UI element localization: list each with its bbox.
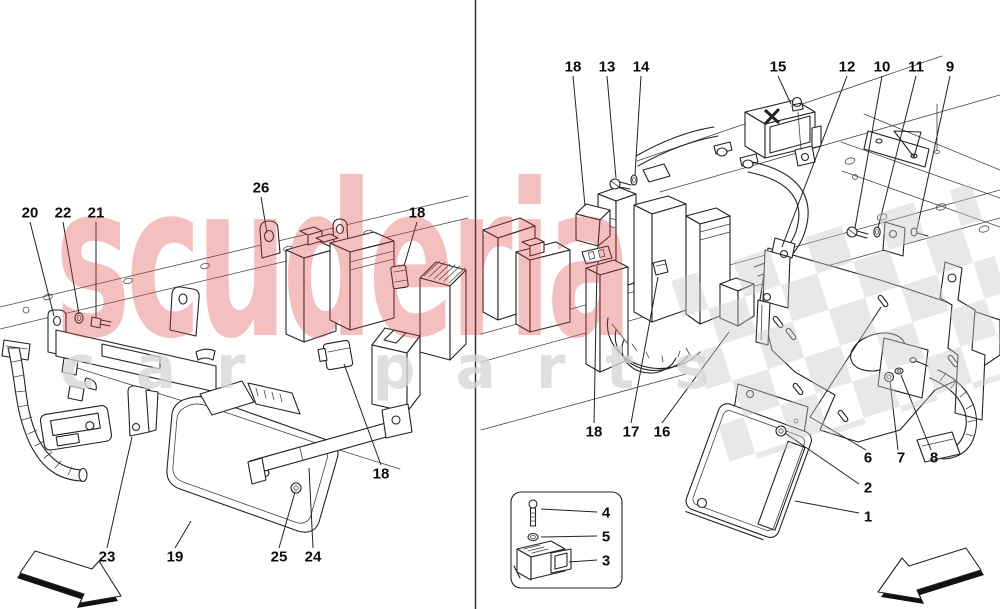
callout-12[interactable]: 12 [838,58,856,76]
washer-5 [528,534,538,541]
callout-18-left-top[interactable]: 18 [408,204,426,222]
bolt-21 [91,317,111,328]
relay-18-mid-left [318,340,353,370]
washer-14 [631,175,637,185]
bolt-4 [529,500,537,526]
inset-detail-box [511,492,622,588]
checkered-flag-watermark-icon [671,183,1000,468]
fuse-towers-far-left [483,218,570,332]
callout-9[interactable]: 9 [945,58,955,76]
callout-3[interactable]: 3 [601,552,611,570]
callout-19[interactable]: 19 [166,548,184,566]
callout-2[interactable]: 2 [863,479,873,497]
bracket-24 [248,404,412,484]
relay-cover-boxes [372,261,466,412]
maxi-fuse-18 [582,246,612,264]
callout-1[interactable]: 1 [863,508,873,526]
callout-18-right-top[interactable]: 18 [564,58,582,76]
callout-6[interactable]: 6 [863,449,873,467]
callout-24[interactable]: 24 [304,548,322,566]
callout-10[interactable]: 10 [873,58,891,76]
callout-4[interactable]: 4 [601,504,611,522]
leader-lines [30,76,950,562]
callout-7[interactable]: 7 [896,449,906,467]
bolt-13 [610,179,631,189]
callout-18-right-mid[interactable]: 18 [585,423,603,441]
callout-21[interactable]: 21 [87,204,105,222]
relay-18-right [576,204,616,246]
callout-22[interactable]: 22 [54,204,72,222]
fusebox-top-bracket [643,164,670,182]
bracket-23 [128,386,158,436]
callout-20[interactable]: 20 [21,204,39,222]
right-direction-arrow-icon [878,548,984,604]
bracket-20 [48,287,216,401]
callout-23[interactable]: 23 [98,548,116,566]
harness-connector [40,405,113,451]
callout-25[interactable]: 25 [270,548,288,566]
callout-11[interactable]: 11 [908,58,924,76]
wiring-harness-left [2,340,112,482]
screw-25 [291,483,301,493]
callout-18-left-mid[interactable]: 18 [372,465,390,483]
sensor-3 [514,541,571,580]
relay-18-left [391,265,409,289]
callout-5[interactable]: 5 [601,528,611,546]
callout-13[interactable]: 13 [598,58,616,76]
fusebox-assembly-26 [260,219,394,342]
washer-22 [75,313,83,323]
battery-cover-15 [745,98,821,167]
callout-8[interactable]: 8 [929,449,939,467]
callout-17[interactable]: 17 [622,423,640,441]
left-direction-arrow-icon [17,551,121,608]
callout-15[interactable]: 15 [769,58,787,76]
callout-16[interactable]: 16 [653,423,671,441]
callout-26[interactable]: 26 [252,179,270,197]
callout-14[interactable]: 14 [632,58,650,76]
wiring-harness-right [917,370,976,462]
